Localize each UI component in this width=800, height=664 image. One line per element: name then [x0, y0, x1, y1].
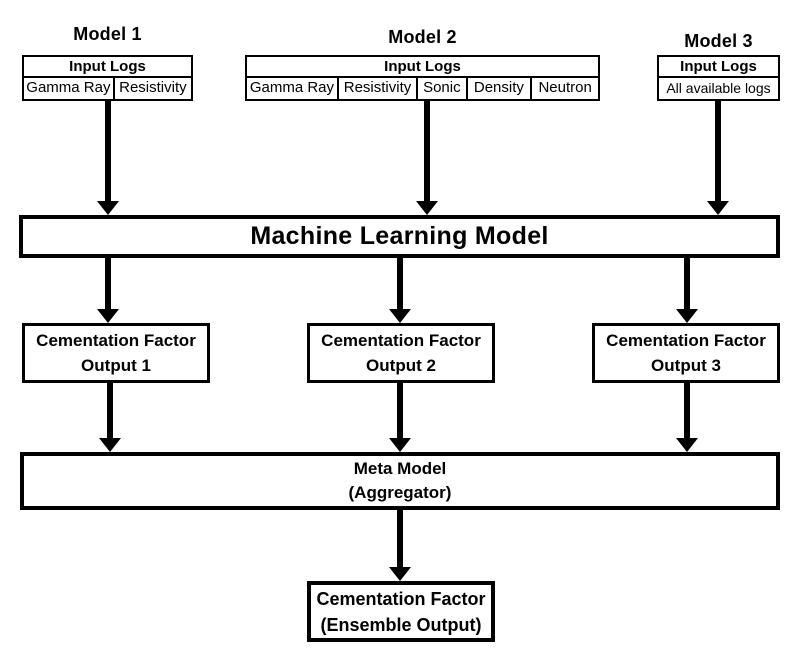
arrow-shaft: [684, 256, 690, 310]
arrow-head-icon: [707, 201, 729, 215]
model-3-title: Model 3: [684, 31, 753, 51]
model-2-input-logs-header: Input Logs: [247, 57, 598, 78]
machine-learning-model-box: Machine Learning Model: [19, 215, 780, 258]
model-2-title: Model 2: [388, 27, 457, 47]
arrow-shaft: [684, 381, 690, 439]
arrow-output-2-to-meta: [389, 381, 411, 452]
arrow-ml-to-output-2: [389, 256, 411, 323]
ensemble-output-line-2: (Ensemble Output): [320, 614, 482, 635]
arrow-shaft: [105, 256, 111, 310]
cementation-output-box-3: Cementation Factor Output 3: [592, 323, 780, 383]
arrow-head-icon: [97, 201, 119, 215]
output-2-line-2: Output 2: [366, 356, 436, 375]
arrow-head-icon: [389, 309, 411, 323]
model-1-cell-gamma-ray: Gamma Ray: [26, 79, 111, 96]
arrow-head-icon: [416, 201, 438, 215]
arrow-shaft: [397, 381, 403, 439]
model-2-cell-resistivity: Resistivity: [336, 78, 416, 99]
arrow-shaft: [397, 256, 403, 310]
cementation-output-box-1: Cementation Factor Output 1: [22, 323, 210, 383]
arrow-model-1-to-ml: [97, 101, 119, 215]
model-1-cell-resistivity: Resistivity: [112, 78, 191, 99]
output-1-line-1: Cementation Factor: [36, 331, 196, 350]
model-2-cell-neutron: Neutron: [530, 78, 598, 99]
cementation-output-box-2: Cementation Factor Output 2: [307, 323, 495, 383]
model-1-input-logs-header: Input Logs: [24, 57, 191, 78]
output-1-line-2: Output 1: [81, 356, 151, 375]
model-3-cell-all-logs: All available logs: [666, 80, 771, 96]
arrow-head-icon: [676, 309, 698, 323]
arrow-model-3-to-ml: [707, 101, 729, 215]
arrow-ml-to-output-3: [676, 256, 698, 323]
arrow-shaft: [424, 101, 430, 202]
model-2-input-table: Input Logs Gamma Ray Resistivity Sonic D…: [245, 55, 600, 101]
arrow-head-icon: [97, 309, 119, 323]
arrow-shaft: [715, 101, 721, 202]
meta-model-line-2: (Aggregator): [348, 483, 452, 502]
arrow-shaft: [107, 381, 113, 439]
model-2-input-row: Gamma Ray Resistivity Sonic Density Neut…: [247, 78, 598, 99]
ensemble-output-line-1: Cementation Factor: [316, 588, 486, 609]
arrow-output-3-to-meta: [676, 381, 698, 452]
arrow-ml-to-output-1: [97, 256, 119, 323]
model-2-cell-sonic: Sonic: [416, 78, 465, 99]
model-2-cell-density: Density: [465, 78, 531, 99]
meta-model-box: Meta Model (Aggregator): [20, 452, 780, 510]
model-3-input-row: All available logs: [659, 78, 778, 99]
arrow-shaft: [105, 101, 111, 202]
arrow-meta-to-ensemble: [389, 508, 411, 581]
arrow-output-1-to-meta: [99, 381, 121, 452]
model-1-input-table: Input Logs Gamma Ray Resistivity: [22, 55, 193, 101]
model-2-cell-gamma-ray: Gamma Ray: [249, 79, 335, 96]
output-3-line-1: Cementation Factor: [606, 331, 766, 350]
meta-model-line-1: Meta Model: [353, 459, 447, 478]
model-1-input-row: Gamma Ray Resistivity: [24, 78, 191, 99]
output-3-line-2: Output 3: [651, 356, 721, 375]
model-3-input-logs-header: Input Logs: [659, 57, 778, 78]
arrow-head-icon: [676, 438, 698, 452]
arrow-model-2-to-ml: [416, 101, 438, 215]
output-2-line-1: Cementation Factor: [321, 331, 481, 350]
machine-learning-model-label: Machine Learning Model: [250, 222, 549, 250]
model-1-title: Model 1: [73, 24, 142, 44]
arrow-shaft: [397, 508, 403, 568]
arrow-head-icon: [389, 438, 411, 452]
ensemble-output-box: Cementation Factor (Ensemble Output): [307, 581, 495, 642]
arrow-head-icon: [389, 567, 411, 581]
model-3-input-table: Input Logs All available logs: [657, 55, 780, 101]
arrow-head-icon: [99, 438, 121, 452]
